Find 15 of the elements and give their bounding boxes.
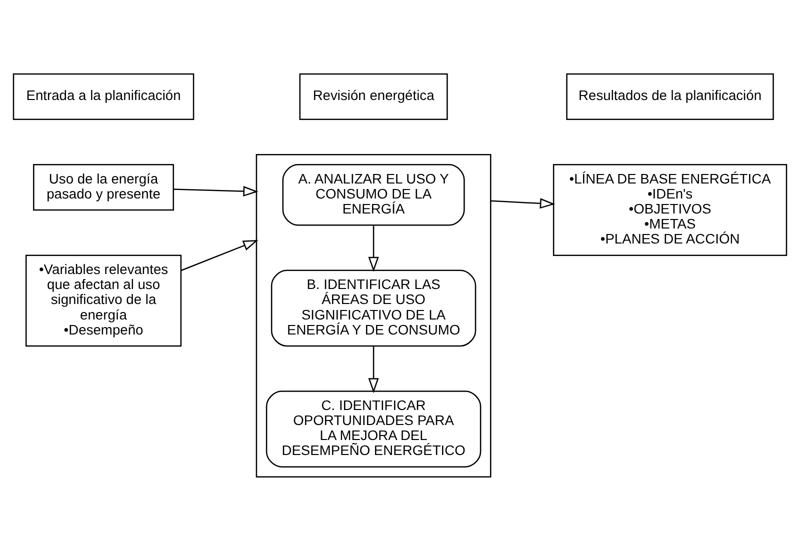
cluster xyxy=(256,153,492,478)
node-box: C. IDENTIFICAR OPORTUNIDADES PARA LA MEJORA DEL DESEMPEÑO ENERGÉTICO xyxy=(266,390,482,467)
arrow xyxy=(368,346,379,393)
arrow xyxy=(368,224,379,272)
node-box: •LÍNEA DE BASE ENERGÉTICA •IDEn's •OBJETIVOS •METAS •PLANES DE ACCIÓN xyxy=(552,164,788,256)
node-box: Entrada a la planificación xyxy=(12,72,194,120)
node-box: Uso de la energía pasado y presente xyxy=(33,164,174,210)
node-box: B. IDENTIFICAR LAS ÁREAS DE USO SIGNIFICATIVO DE LA ENERGÍA Y DE CONSUMO xyxy=(270,269,476,346)
node-box: A. ANALIZAR EL USO Y CONSUMO DE LA ENERGÍA xyxy=(282,164,465,226)
arrow xyxy=(174,185,258,196)
node-box: Revisión energética xyxy=(299,72,448,120)
arrow xyxy=(180,239,258,271)
node-box: •Variables relevantes que afectan al uso significativo de la energía •Desempeño xyxy=(25,254,182,346)
arrow xyxy=(490,198,556,208)
node-box: Resultados de la planificación xyxy=(566,72,774,120)
